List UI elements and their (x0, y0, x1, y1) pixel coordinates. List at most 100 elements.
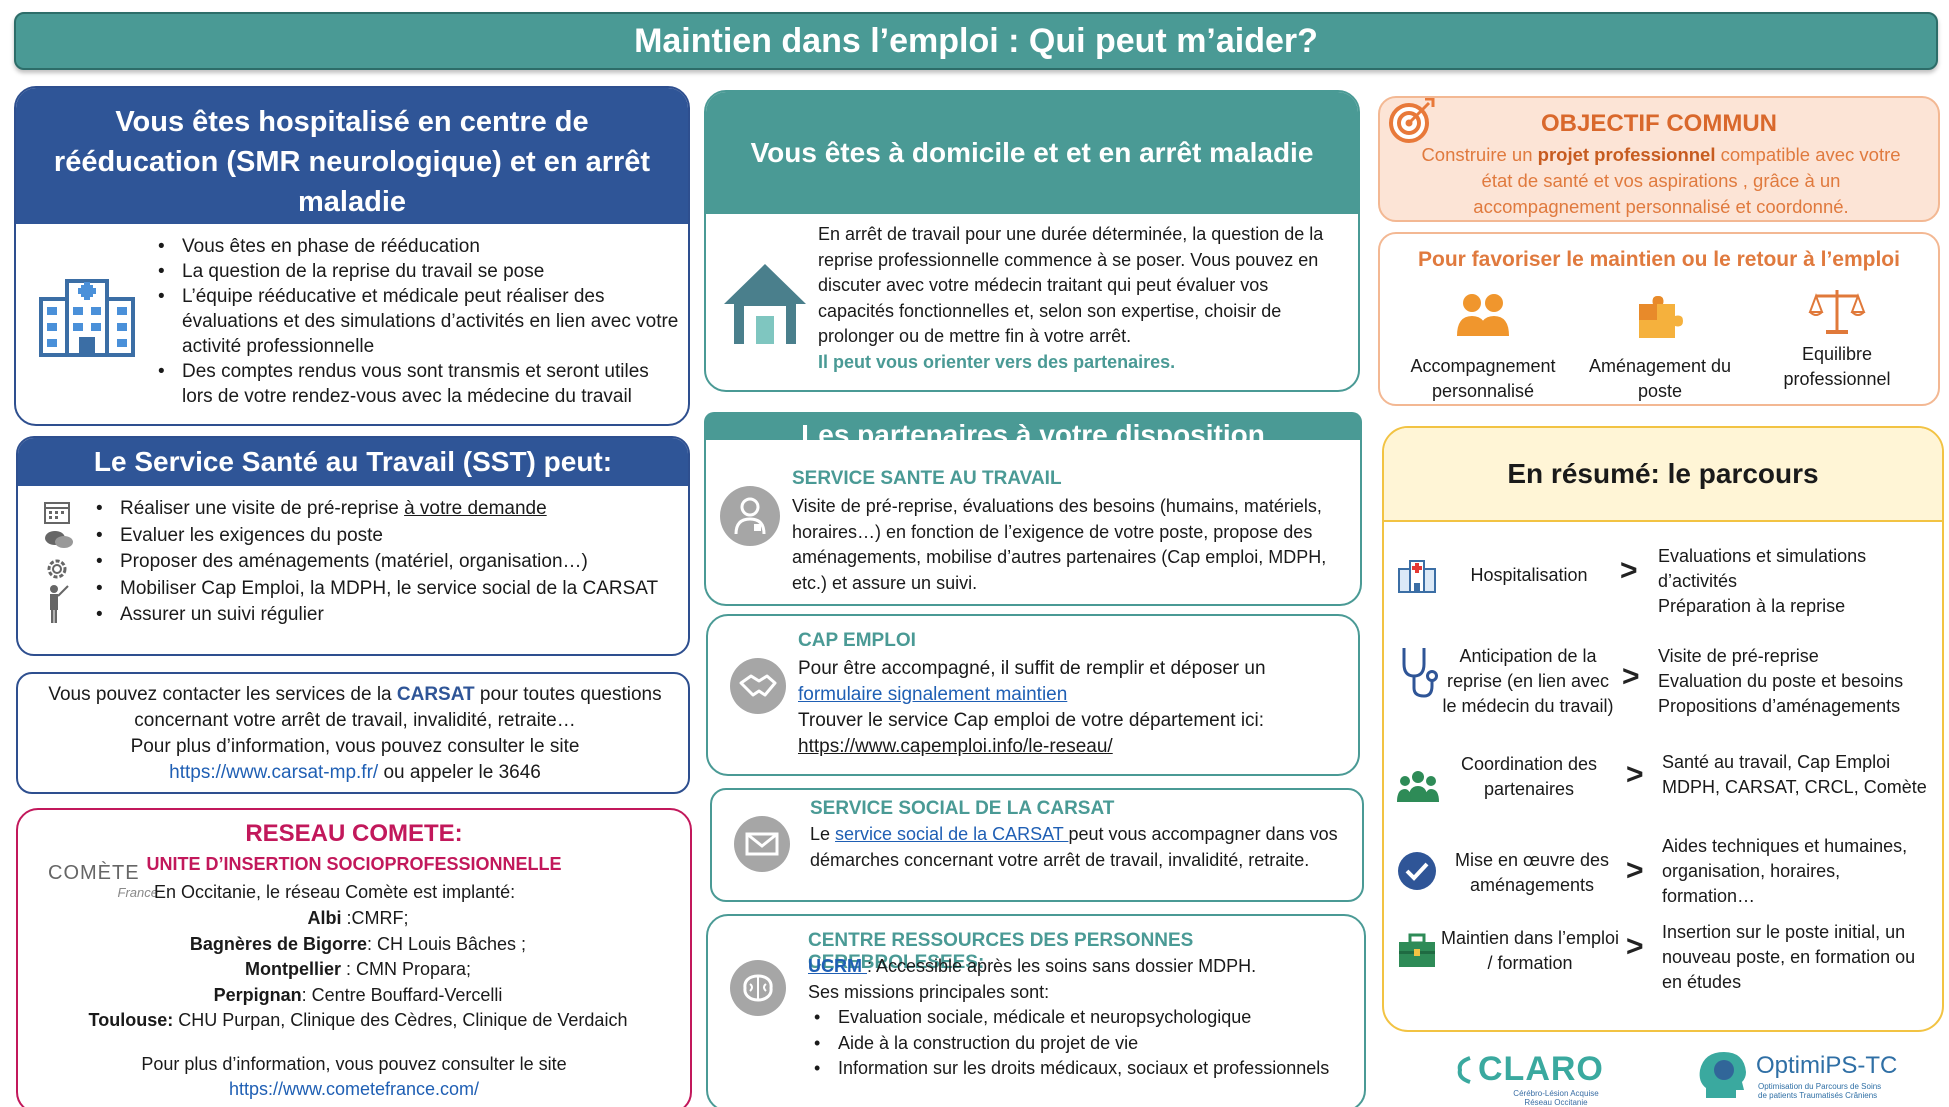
step-description: Evaluations et simulations d’activités P… (1658, 546, 1867, 616)
carsat-link[interactable]: https://www.carsat-mp.fr/ (169, 762, 379, 783)
partner-sst-title: SERVICE SANTE AU TRAVAIL (792, 468, 1062, 489)
summary-title: En résumé: le parcours (1384, 428, 1942, 522)
step-label: Coordination des partenaires (1460, 754, 1598, 799)
favor-item-label: Aménagement du poste (1588, 356, 1732, 401)
site-city: Albi (307, 908, 342, 928)
sst-bullet-emphasis: à votre demande (404, 498, 547, 519)
claro-mark-icon (1456, 1055, 1474, 1084)
step-arrow: > (1620, 554, 1638, 587)
handshake-icon (730, 658, 786, 714)
favor-title: Pour favoriser le maintien ou le retour … (1418, 248, 1900, 271)
optimips-logo: OptimiPS-TC Optimisation du Parcours de … (1696, 1048, 1936, 1104)
comete-site-list: Albi :CMRF; Bagnères de Bigorre: CH Loui… (58, 906, 658, 1034)
home-card: Vous êtes à domicile et et en arrêt mala… (704, 90, 1360, 392)
partner-social-title: SERVICE SOCIAL DE LA CARSAT (810, 798, 1115, 819)
home-card-title: Vous êtes à domicile et et en arrêt mala… (706, 92, 1358, 214)
comete-more: Pour plus d’information, vous pouvez con… (18, 1052, 690, 1102)
social-service-link[interactable]: service social de la CARSAT (835, 824, 1069, 844)
site-place: :CMRF; (341, 908, 409, 928)
favor-item: Aménagement du poste (1580, 290, 1740, 404)
step-description: Santé au travail, Cap Emploi MDPH, CARSA… (1662, 752, 1927, 797)
partner-sst-card: SERVICE SANTE AU TRAVAIL Visite de pré-r… (704, 440, 1362, 606)
objective-text: Construire un projet professionnel compa… (1408, 142, 1914, 220)
partner-cap-title: CAP EMPLOI (798, 630, 916, 651)
envelope-icon (734, 816, 790, 872)
comete-logo: COMÈTE France (48, 862, 158, 900)
hospital-card: Vous êtes hospitalisé en centre de réédu… (14, 86, 690, 426)
puzzle-icon (1580, 290, 1740, 346)
list-item: Aide à la construction du projet de vie (808, 1031, 1358, 1057)
step-label: Mise en œuvre des aménagements (1454, 850, 1610, 895)
list-item: Toulouse: CHU Purpan, Clinique des Cèdre… (58, 1008, 658, 1034)
crps-line1: : Accessible après les soins sans dossie… (867, 956, 1257, 976)
crps-mission-list: Evaluation sociale, médicale et neuropsy… (808, 1005, 1358, 1082)
cap-form-link[interactable]: formulaire signalement maintien (798, 684, 1068, 705)
comete-intro: En Occitanie, le réseau Comète est impla… (154, 882, 516, 902)
briefcase-icon (1394, 930, 1440, 972)
comete-more-text: Pour plus d’information, vous pouvez con… (141, 1054, 567, 1074)
claro-logo-text: CLARO (1478, 1050, 1604, 1088)
hospital-card-title: Vous êtes hospitalisé en centre de réédu… (16, 88, 688, 224)
balance-icon (1752, 286, 1922, 338)
site-city: Bagnères de Bigorre (189, 933, 367, 954)
comete-link[interactable]: https://www.cometefrance.com/ (228, 1079, 480, 1099)
favor-item-label: Equilibre professionnel (1783, 344, 1891, 389)
site-city: Montpellier (244, 959, 341, 979)
claro-logo-row: CLARO (1456, 1050, 1636, 1089)
social-pre: Le (810, 824, 836, 844)
cap-network-link[interactable]: https://www.capemploi.info/le-reseau/ (798, 736, 1113, 757)
site-place: : CH Louis Bâches ; (366, 933, 527, 954)
site-city: Perpignan (213, 984, 302, 1005)
step-arrow: > (1622, 660, 1640, 693)
list-item: Des comptes rendus vous sont transmis et… (152, 359, 682, 409)
step-label: Maintien dans l’emploi / formation (1440, 928, 1620, 973)
home-body: En arrêt de travail pour une durée déter… (818, 224, 1324, 346)
favor-item-label: Accompagnement personnalisé (1410, 356, 1556, 401)
sst-icon-column (44, 500, 80, 624)
stethoscope-icon (1396, 644, 1440, 700)
optimips-logo-sub: Optimisation du Parcours de Soins de pat… (1758, 1082, 1882, 1100)
list-item: Information sur les droits médicaux, soc… (808, 1056, 1358, 1082)
page-title: Maintien dans l’emploi : Qui peut m’aide… (634, 21, 1318, 60)
objective-card: OBJECTIF COMMUN Construire un projet pro… (1378, 96, 1940, 222)
home-card-text: En arrêt de travail pour une durée déter… (818, 222, 1348, 375)
calendar-icon (44, 500, 80, 528)
sst-bullet-list: Réaliser une visite de pré-reprise à vot… (90, 496, 680, 629)
step-arrow: > (1626, 930, 1644, 963)
crps-line2: Ses missions principales sont: (808, 981, 1050, 1002)
list-item: Mobiliser Cap Emploi, la MDPH, le servic… (90, 576, 680, 603)
carsat-text: Vous pouvez contacter les services de la… (38, 682, 672, 786)
doctor-icon (720, 486, 780, 546)
target-icon (1384, 98, 1440, 148)
step-label: Anticipation de la reprise (en lien avec… (1442, 646, 1614, 716)
checkmark-icon (1394, 848, 1440, 894)
comete-logo-sub: France (117, 885, 158, 900)
favor-item: Equilibre professionnel (1752, 286, 1922, 392)
list-item: Perpignan: Centre Bouffard-Vercelli (58, 983, 658, 1009)
step-description: Visite de pré-reprise Evaluation du post… (1658, 646, 1904, 716)
home-highlight: Il peut vous orienter vers des partenair… (818, 351, 1176, 372)
objective-bold: projet professionnel (1537, 144, 1716, 165)
brain-icon (730, 960, 786, 1016)
people-icon (1398, 290, 1568, 346)
chat-bubbles-icon (44, 528, 80, 556)
social-post: peut vous accompagner dans vos démarches… (810, 824, 1338, 870)
ucrm-link[interactable]: UCRM (808, 956, 867, 976)
comete-logo-text: COMÈTE (48, 862, 140, 884)
site-city: Toulouse: (88, 1010, 174, 1030)
house-icon (720, 258, 810, 348)
comete-card: RESEAU COMETE: UNITE D’INSERTION SOCIOPR… (16, 808, 692, 1107)
step-description: Insertion sur le poste initial, un nouve… (1662, 922, 1916, 992)
partner-crps-text: UCRM : Accessible après les soins sans d… (808, 954, 1358, 1082)
sst-bullet-text: Réaliser une visite de pré-reprise (120, 498, 405, 519)
optimips-head-icon (1696, 1048, 1752, 1104)
partner-cap-text: Pour être accompagné, il suffit de rempl… (798, 656, 1352, 760)
optimips-logo-text: OptimiPS-TC (1756, 1052, 1898, 1079)
list-item: Albi :CMRF; (58, 906, 658, 932)
list-item: Bagnères de Bigorre: CH Louis Bâches ; (58, 932, 658, 958)
hospital-bullet-list: Vous êtes en phase de rééducation La que… (152, 234, 682, 409)
carsat-card: Vous pouvez contacter les services de la… (16, 672, 690, 794)
cap-line1: Pour être accompagné, il suffit de rempl… (798, 658, 1266, 679)
partner-crps-title: CENTRE RESSOURCES DES PERSONNES CEREBROL… (808, 930, 1194, 973)
partner-cap-card: CAP EMPLOI Pour être accompagné, il suff… (706, 614, 1360, 776)
